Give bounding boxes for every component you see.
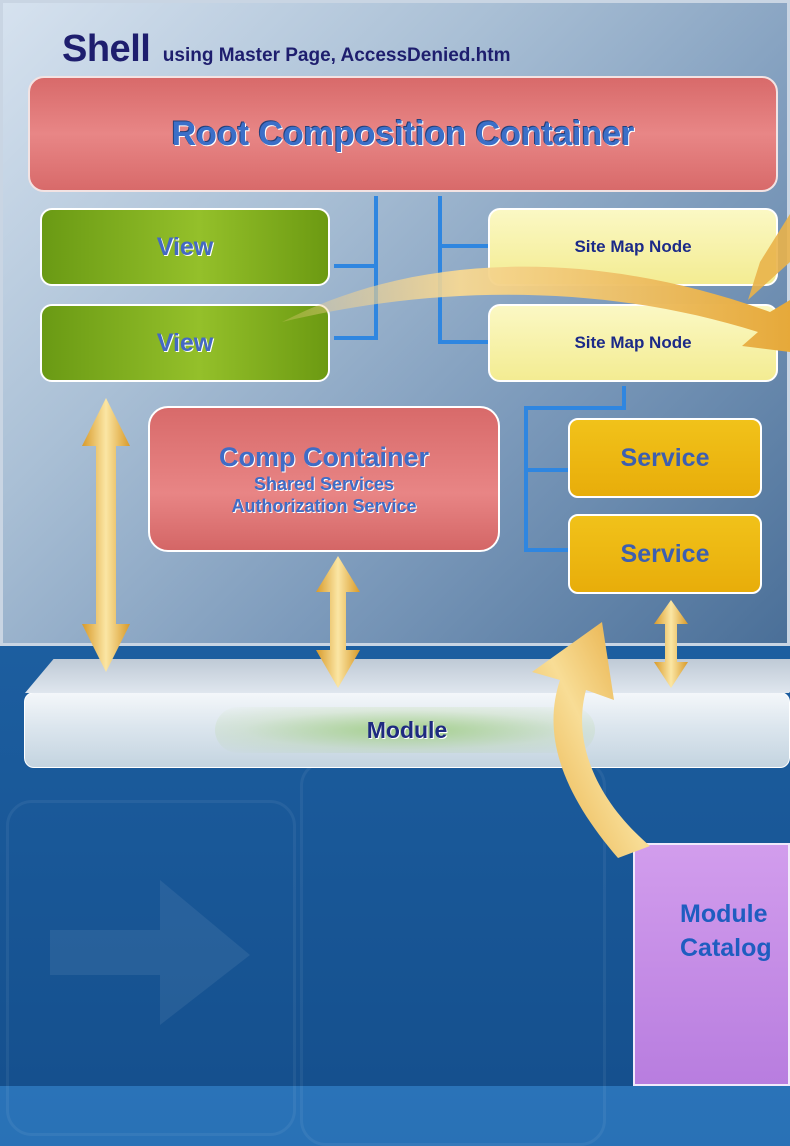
sweep-arrow-tip-icon [748, 214, 790, 300]
arrows-overlay [82, 214, 790, 858]
comp-container: Comp Container Shared Services Authoriza… [148, 406, 500, 552]
view-label: View [156, 232, 214, 261]
site-map-node-2: Site Map Node [488, 304, 778, 382]
module-catalog-line1: Module [680, 900, 768, 928]
view-label: View [156, 328, 214, 357]
background-arrow-icon [50, 880, 250, 1025]
view-box-1: View [40, 208, 330, 286]
root-composition-container: Root Composition Container [28, 76, 778, 192]
module-catalog-line2: Catalog [680, 934, 772, 962]
service-box-2: Service [568, 514, 762, 594]
connector-lines [334, 196, 626, 552]
module-catalog: Module Catalog [633, 843, 790, 1086]
module-glow [215, 707, 595, 753]
double-arrow-service-module-icon [654, 600, 688, 688]
shell-title: Shell using Master Page, AccessDenied.ht… [62, 28, 511, 71]
site-map-node-1: Site Map Node [488, 208, 778, 286]
root-container-label: Root Composition Container [171, 114, 635, 153]
double-arrow-view-module-icon [82, 398, 130, 672]
shell-subtitle: using Master Page, AccessDenied.htm [162, 45, 511, 66]
site-map-node-label: Site Map Node [574, 237, 692, 256]
module-label: Module [366, 716, 448, 743]
service-label: Service [620, 443, 710, 472]
module-bar: Module [24, 692, 790, 768]
connector-sitemap-to-services [524, 386, 626, 552]
service-box-1: Service [568, 418, 762, 498]
connector-root-to-views [334, 196, 378, 340]
service-label: Service [620, 539, 710, 568]
curved-arrow-catalog-service-icon [532, 622, 650, 858]
shell-title-main: Shell [62, 28, 151, 70]
comp-container-line: Authorization Service [231, 495, 417, 516]
comp-container-line: Shared Services [253, 473, 395, 494]
sweep-arrow-icon [282, 266, 790, 352]
comp-container-title: Comp Container [218, 441, 429, 472]
view-box-2: View [40, 304, 330, 382]
site-map-node-label: Site Map Node [574, 333, 692, 352]
double-arrow-comp-module-icon [316, 556, 360, 688]
